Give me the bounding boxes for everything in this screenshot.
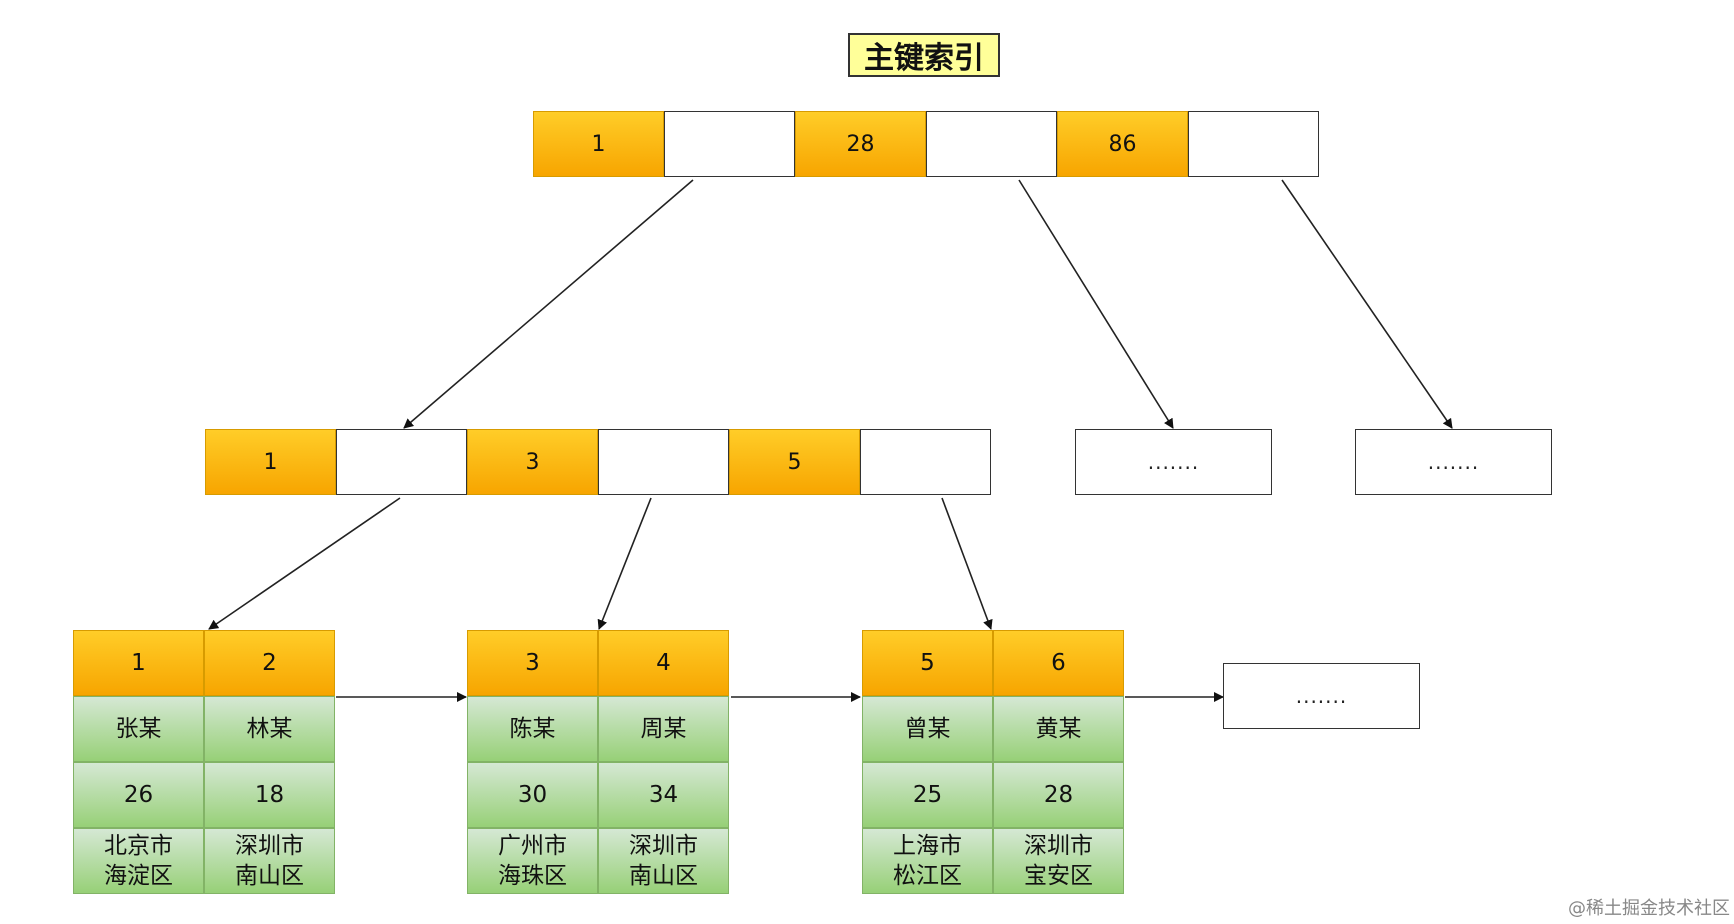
leaf-3-address-2-district: 宝安区 — [1024, 863, 1093, 889]
leaf-2-address-1: 广州市海珠区 — [467, 828, 598, 894]
leaf-1-age-2: 18 — [204, 762, 335, 828]
leaf-3-address-1: 上海市松江区 — [862, 828, 993, 894]
edge-internal-to-leaf-3 — [941, 497, 993, 630]
leaf-2-address-1-city: 广州市 — [498, 833, 567, 859]
leaf-3-name-2: 黄某 — [993, 696, 1124, 762]
leaf-1-address-2-district: 南山区 — [235, 863, 304, 889]
leaf-1-address-2-city: 深圳市 — [235, 833, 304, 859]
leaf-1-key-2: 2 — [204, 630, 335, 696]
leaf-3-address-2-city: 深圳市 — [1024, 833, 1093, 859]
root-key-1: 1 — [533, 111, 664, 177]
leaf-3-key-2: 6 — [993, 630, 1124, 696]
root-pointer-3 — [1188, 111, 1319, 177]
leaf-2-age-1: 30 — [467, 762, 598, 828]
leaf-3-address-2: 深圳市宝安区 — [993, 828, 1124, 894]
watermark: @稀土掘金技术社区 — [1568, 898, 1730, 919]
leaf-2-address-2-district: 南山区 — [629, 863, 698, 889]
edge-root-to-stub-2 — [1281, 179, 1453, 429]
leaf-3-name-1: 曾某 — [862, 696, 993, 762]
leaf-2-age-2: 34 — [598, 762, 729, 828]
root-key-3: 86 — [1057, 111, 1188, 177]
internal-key-1: 1 — [205, 429, 336, 495]
root-key-2: 28 — [795, 111, 926, 177]
leaf-node-1: 1 2 张某 林某 26 18 北京市海淀区 深圳市南山区 — [73, 630, 335, 894]
leaf-1-name-2: 林某 — [204, 696, 335, 762]
edge-internal-to-leaf-1 — [208, 497, 401, 630]
leaf-2-name-1: 陈某 — [467, 696, 598, 762]
internal-node: 1 3 5 — [205, 429, 991, 495]
leaf-1-address-1-city: 北京市 — [104, 833, 173, 859]
leaf-2-key-1: 3 — [467, 630, 598, 696]
leaf-1-age-1: 26 — [73, 762, 204, 828]
internal-pointer-1 — [336, 429, 467, 495]
root-pointer-2 — [926, 111, 1057, 177]
leaf-3-age-1: 25 — [862, 762, 993, 828]
internal-pointer-2 — [598, 429, 729, 495]
leaf-1-name-1: 张某 — [73, 696, 204, 762]
leaf-2-key-2: 4 — [598, 630, 729, 696]
leaf-3-key-1: 5 — [862, 630, 993, 696]
leaf-node-3: 5 6 曾某 黄某 25 28 上海市松江区 深圳市宝安区 — [862, 630, 1124, 894]
leaf-2-address-2-city: 深圳市 — [629, 833, 698, 859]
internal-pointer-3 — [860, 429, 991, 495]
internal-stub-1: ....... — [1075, 429, 1272, 495]
internal-stub-2: ....... — [1355, 429, 1552, 495]
leaf-1-address-2: 深圳市南山区 — [204, 828, 335, 894]
edge-internal-to-leaf-2 — [597, 497, 652, 630]
internal-key-2: 3 — [467, 429, 598, 495]
leaf-1-address-1: 北京市海淀区 — [73, 828, 204, 894]
leaf-3-address-1-district: 松江区 — [893, 863, 962, 889]
leaf-2-address-1-district: 海珠区 — [498, 863, 567, 889]
leaf-2-name-2: 周某 — [598, 696, 729, 762]
leaf-1-key-1: 1 — [73, 630, 204, 696]
leaf-3-age-2: 28 — [993, 762, 1124, 828]
leaf-node-2: 3 4 陈某 周某 30 34 广州市海珠区 深圳市南山区 — [467, 630, 729, 894]
leaf-1-address-1-district: 海淀区 — [104, 863, 173, 889]
leaf-3-address-1-city: 上海市 — [893, 833, 962, 859]
edge-root-to-stub-1 — [1018, 179, 1174, 429]
diagram-title: 主键索引 — [848, 33, 1000, 77]
root-pointer-1 — [664, 111, 795, 177]
edge-root-to-internal — [403, 179, 694, 429]
leaf-next-stub: ....... — [1223, 663, 1420, 729]
leaf-2-address-2: 深圳市南山区 — [598, 828, 729, 894]
internal-key-3: 5 — [729, 429, 860, 495]
root-node: 1 28 86 — [533, 111, 1319, 177]
